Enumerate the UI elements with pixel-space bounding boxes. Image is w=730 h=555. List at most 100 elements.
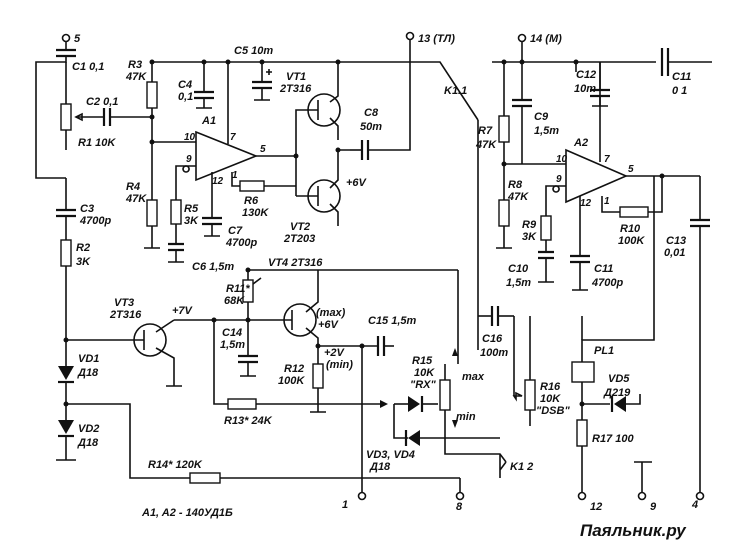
terminal-14[interactable] bbox=[517, 33, 527, 43]
label-vd1b: Д18 bbox=[77, 367, 99, 379]
resistor-r7 bbox=[498, 115, 510, 143]
label-r10b: 100K bbox=[618, 235, 645, 247]
label-c8b: 50m bbox=[360, 121, 382, 133]
diode-vd5 bbox=[614, 396, 626, 412]
terminal-12[interactable] bbox=[577, 491, 587, 501]
label-c2: C2 0,1 bbox=[86, 96, 118, 108]
label-r8a: R8 bbox=[508, 179, 523, 191]
label-r9a: R9 bbox=[522, 219, 537, 231]
label-a1-pin12: 12 bbox=[212, 176, 224, 187]
resistor-r16 bbox=[524, 379, 536, 411]
transistor-vt4 bbox=[283, 303, 317, 337]
label-r4a: R4 bbox=[126, 181, 140, 193]
terminal-8[interactable] bbox=[455, 491, 465, 501]
label-a1: A1 bbox=[201, 115, 216, 127]
resistor-r6 bbox=[239, 180, 265, 192]
label-c12b: 10m bbox=[574, 83, 596, 95]
label-vd5b: Д219 bbox=[603, 387, 631, 399]
resistor-r14 bbox=[189, 472, 221, 484]
label-terminal-14: 14 (М) bbox=[530, 33, 562, 45]
label-vd1a: VD1 bbox=[78, 353, 99, 365]
label-a2-pin5: 5 bbox=[628, 164, 634, 175]
resistor-r12 bbox=[312, 363, 324, 389]
label-r6b: 130K bbox=[242, 207, 269, 219]
diode-vd3 bbox=[408, 396, 420, 412]
label-a1-pin10: 10 bbox=[184, 132, 196, 143]
label-terminal-13: 13 (ТЛ) bbox=[418, 33, 455, 45]
label-terminal-1: 1 bbox=[342, 499, 348, 511]
label-vt3a: VT3 bbox=[114, 297, 134, 309]
label-c3b: 4700p bbox=[79, 215, 111, 227]
label-c11b: 4700p bbox=[591, 277, 623, 289]
diode-vd2 bbox=[58, 420, 74, 434]
label-max1: (max) bbox=[316, 307, 346, 319]
label-a1-pin7: 7 bbox=[230, 132, 236, 143]
resistor-r10 bbox=[619, 206, 649, 218]
label-k12: K1 2 bbox=[510, 461, 533, 473]
label-r16a: R16 bbox=[540, 381, 561, 393]
resistor-r17 bbox=[576, 419, 588, 447]
label-c8a: C8 bbox=[364, 107, 379, 119]
label-vd2a: VD2 bbox=[78, 423, 99, 435]
label-c16a: C16 bbox=[482, 333, 503, 345]
input-section: 5 C1 0,1 C2 0,1 R1 10K C3 4700p R2 3K VD… bbox=[35, 33, 152, 479]
label-r14: R14* 120K bbox=[148, 459, 203, 471]
terminal-5[interactable] bbox=[61, 33, 71, 43]
label-r11b: 68K bbox=[224, 295, 245, 307]
label-a2-pin9: 9 bbox=[556, 174, 562, 185]
label-r15b: 10K bbox=[414, 367, 435, 379]
label-vt2b: 2Т203 bbox=[283, 233, 315, 245]
label-max2: max bbox=[462, 371, 485, 383]
label-c7b: 4700p bbox=[225, 237, 257, 249]
resistor-r1 bbox=[60, 103, 72, 131]
label-r12a: R12 bbox=[284, 363, 304, 375]
terminal-1[interactable] bbox=[357, 491, 367, 501]
relay-pl1 bbox=[571, 361, 595, 383]
relay-section: PL1 VD5 Д219 R17 100 12 9 bbox=[571, 176, 657, 513]
label-c12a: C12 bbox=[576, 69, 596, 81]
label-c10a: C10 bbox=[508, 263, 529, 275]
label-k11: K1.1 bbox=[444, 85, 467, 97]
label-c11a: C11 bbox=[594, 263, 613, 275]
terminal-13[interactable] bbox=[405, 31, 415, 41]
label-p2v: +2V bbox=[324, 347, 346, 359]
label-r13: R13* 24K bbox=[224, 415, 273, 427]
label-r1: R1 10K bbox=[78, 137, 116, 149]
label-r9b: 3K bbox=[522, 231, 537, 243]
label-c3a: C3 bbox=[80, 203, 94, 215]
label-r7a: R7 bbox=[478, 125, 493, 137]
label-r3b: 47K bbox=[125, 71, 147, 83]
resistor-r8 bbox=[498, 199, 510, 227]
label-a2-pin1: 1 bbox=[604, 196, 610, 207]
label-p6v2: +6V bbox=[318, 319, 340, 331]
label-a2-pin7: 7 bbox=[604, 154, 610, 165]
label-min2: min bbox=[456, 411, 476, 423]
label-p6v: +6V bbox=[346, 177, 368, 189]
label-r8b: 47K bbox=[507, 191, 529, 203]
label-vt1a: VT1 bbox=[286, 71, 306, 83]
label-a1-pin5: 5 bbox=[260, 144, 266, 155]
resistor-r9 bbox=[540, 215, 552, 241]
terminal-9[interactable] bbox=[637, 491, 647, 501]
opamp-a1 bbox=[195, 130, 259, 182]
label-terminal-5: 5 bbox=[74, 33, 81, 45]
label-vt3b: 2Т316 bbox=[109, 309, 142, 321]
label-r6a: R6 bbox=[244, 195, 259, 207]
label-r11a: R11* bbox=[226, 283, 250, 295]
label-r2a: R2 bbox=[76, 242, 90, 254]
label-vt2a: VT2 bbox=[290, 221, 310, 233]
label-r15a: R15 bbox=[412, 355, 433, 367]
label-r16c: "DSB" bbox=[536, 405, 570, 417]
label-r17: R17 100 bbox=[592, 433, 634, 445]
label-note: A1, A2 - 140УД1Б bbox=[141, 507, 233, 519]
label-c6: C6 1,5m bbox=[192, 261, 234, 273]
label-c4b: 0,1 bbox=[178, 91, 193, 103]
label-c9b: 1,5m bbox=[534, 125, 559, 137]
switch-section: K1.1 R15 10K "RX" max min VD3, VD4 Д18 C… bbox=[366, 85, 570, 513]
resistor-r2 bbox=[60, 239, 72, 267]
label-vt1b: 2Т316 bbox=[279, 83, 312, 95]
label-c1: C1 0,1 bbox=[72, 61, 104, 73]
terminal-4[interactable] bbox=[695, 491, 705, 501]
label-a1-pin9: 9 bbox=[186, 154, 192, 165]
label-vt4: VT4 2Т316 bbox=[268, 257, 323, 269]
